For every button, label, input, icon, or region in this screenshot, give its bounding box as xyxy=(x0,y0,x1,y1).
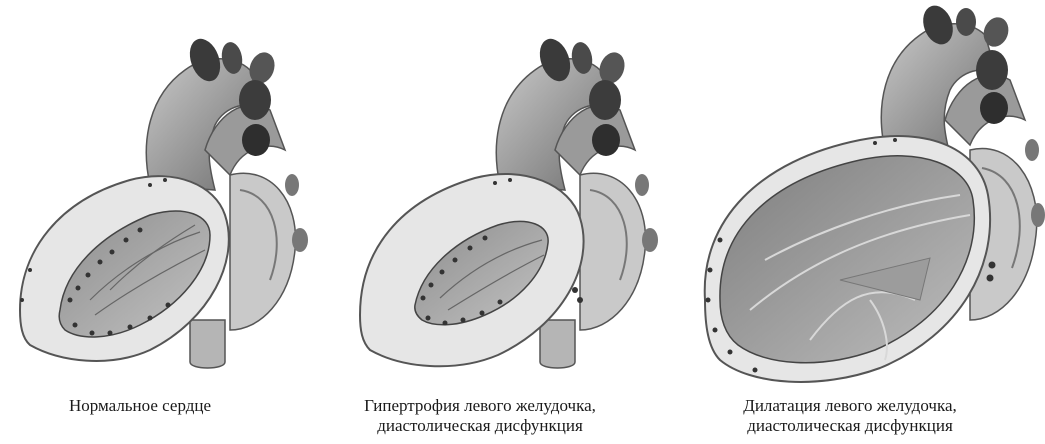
hypertrophy-heart-panel: Гипертрофия левого желудочка, диастоличе… xyxy=(330,0,670,444)
caption-line-1: Нормальное сердце xyxy=(10,396,270,416)
dilatation-heart-illustration xyxy=(670,0,1045,390)
normal-heart-illustration xyxy=(0,0,330,390)
normal-heart-panel: Нормальное сердце xyxy=(0,0,330,444)
hypertrophy-heart-illustration xyxy=(330,0,670,390)
caption-line-2: диастолическая дисфункция xyxy=(700,416,1000,436)
dilatation-heart-caption: Дилатация левого желудочка, диастолическ… xyxy=(700,396,1000,436)
dilatation-heart-panel: Дилатация левого желудочка, диастолическ… xyxy=(670,0,1045,444)
normal-heart-caption: Нормальное сердце xyxy=(10,396,270,416)
caption-line-1: Гипертрофия левого желудочка, xyxy=(330,396,630,416)
caption-line-2: диастолическая дисфункция xyxy=(330,416,630,436)
hypertrophy-heart-caption: Гипертрофия левого желудочка, диастоличе… xyxy=(330,396,630,436)
caption-line-1: Дилатация левого желудочка, xyxy=(700,396,1000,416)
